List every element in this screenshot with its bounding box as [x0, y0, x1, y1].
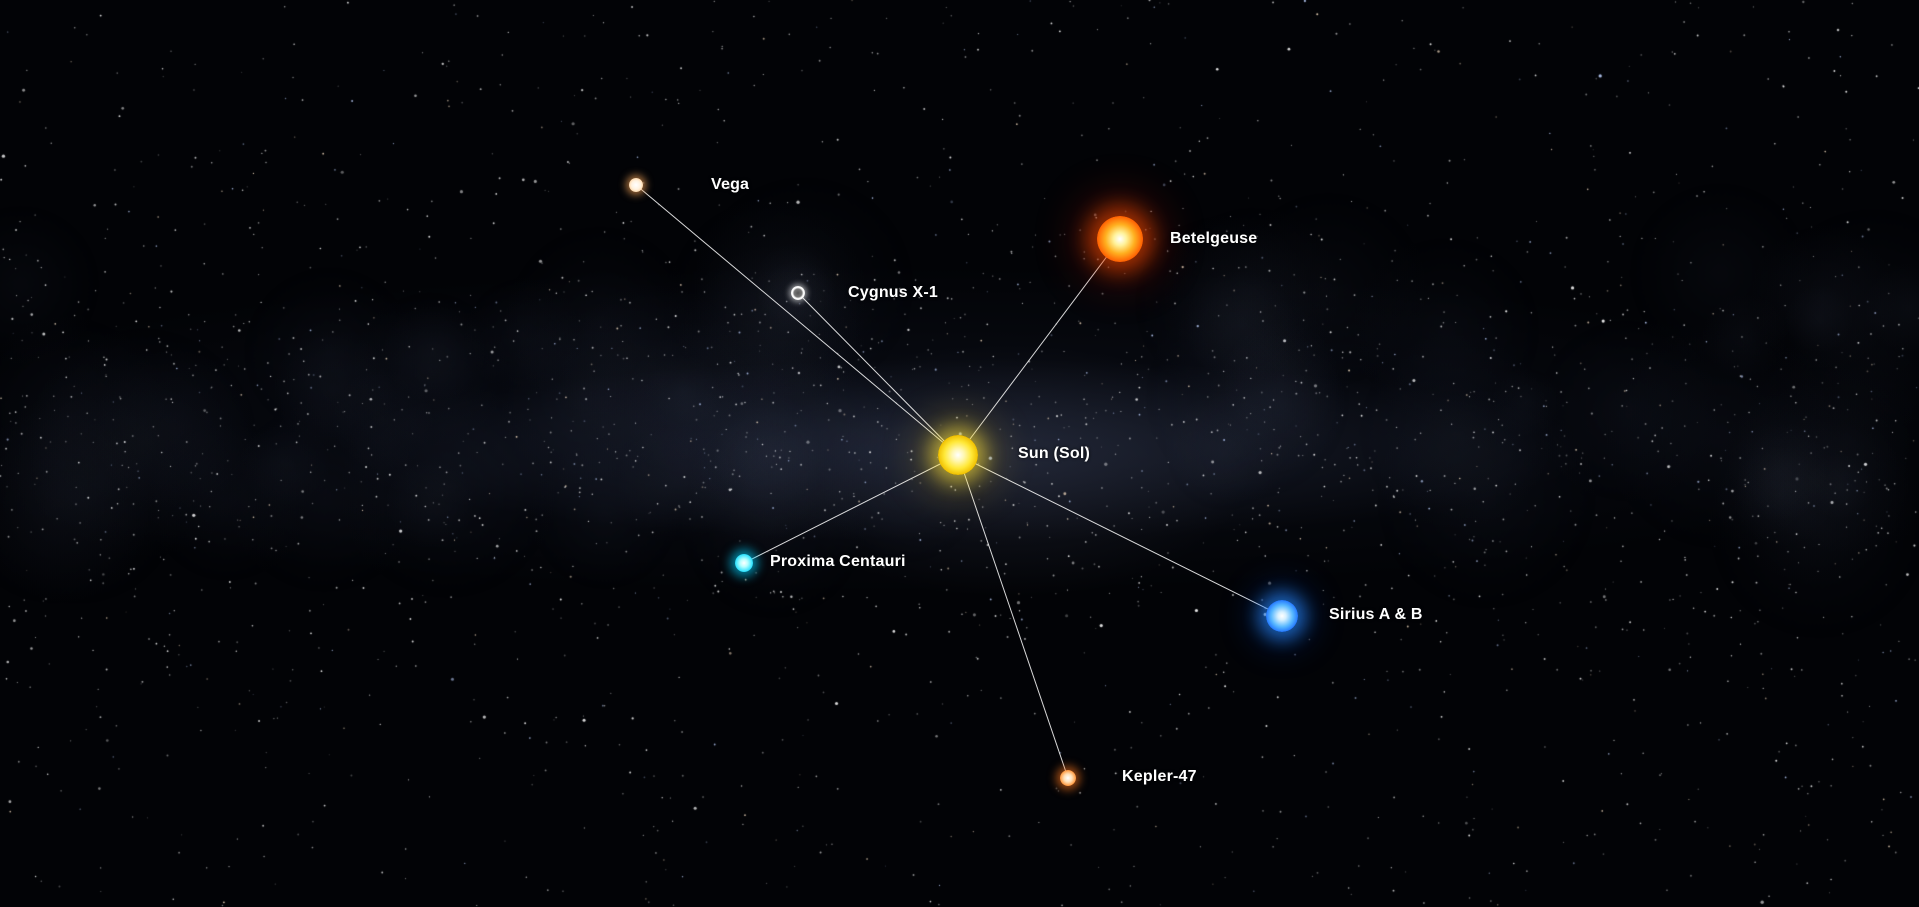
- sirius-star-icon[interactable]: [1266, 600, 1298, 632]
- connection-line-vega: [635, 184, 959, 456]
- connection-line-proxima: [743, 454, 959, 564]
- vega-star-icon[interactable]: [629, 178, 643, 192]
- kepler-47-label[interactable]: Kepler-47: [1122, 768, 1197, 785]
- sun-label[interactable]: Sun (Sol): [1018, 445, 1091, 462]
- connection-line-cygnus: [797, 292, 959, 456]
- connection-line-sirius: [957, 454, 1283, 617]
- cygnus-x1-label[interactable]: Cygnus X-1: [848, 284, 939, 301]
- sun-star-icon[interactable]: [938, 435, 978, 475]
- vega-label[interactable]: Vega: [711, 176, 750, 193]
- proxima-centauri-label[interactable]: Proxima Centauri: [770, 553, 906, 570]
- betelgeuse-star-icon[interactable]: [1097, 216, 1143, 262]
- kepler-47-star-icon[interactable]: [1060, 770, 1076, 786]
- betelgeuse-label[interactable]: Betelgeuse: [1170, 230, 1258, 247]
- proxima-centauri-star-icon[interactable]: [735, 554, 753, 572]
- connection-line-betelgeuse: [957, 238, 1121, 456]
- cygnus-x1-ring-icon[interactable]: [791, 286, 805, 300]
- sirius-label[interactable]: Sirius A & B: [1329, 606, 1423, 623]
- connection-line-kepler: [957, 454, 1069, 779]
